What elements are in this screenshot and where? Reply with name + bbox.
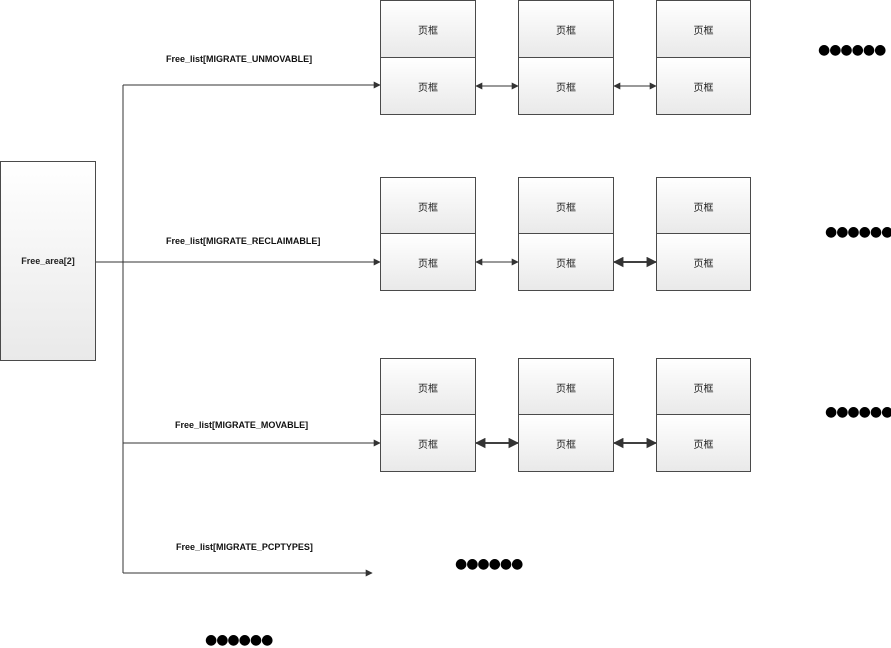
page-frame-label: 页框 [693, 258, 714, 270]
page-frame: 页框 [656, 358, 751, 416]
free-list-label-pcptypes: Free_list[MIGRATE_PCPTYPES] [176, 542, 313, 552]
page-frame-label: 页框 [418, 25, 438, 37]
page-frame: 页框 [656, 57, 751, 115]
ellipsis-dots: ●●●●●● [205, 632, 273, 648]
ellipsis-dots: ●●●●●● [818, 42, 886, 58]
page-frame-label: 页框 [693, 383, 714, 395]
page-frame-label: 页框 [418, 383, 438, 395]
page-frame: 页框 [518, 358, 614, 416]
free-list-label-reclaimable: Free_list[MIGRATE_RECLAIMABLE] [166, 236, 321, 246]
page-frame-label: 页框 [693, 25, 714, 37]
page-frame: 页框 [380, 57, 476, 115]
ellipsis-dots: ●●●●●● [825, 404, 891, 420]
page-frame: 页框 [656, 177, 751, 235]
ellipsis-dots: ●●●●●● [825, 224, 891, 240]
page-frame: 页框 [656, 0, 751, 58]
page-frame: 页框 [518, 414, 614, 472]
page-frame: 页框 [656, 414, 751, 472]
page-frame-label: 页框 [556, 202, 576, 214]
page-frame: 页框 [380, 233, 476, 291]
page-frame-label: 页框 [556, 258, 576, 270]
page-frame-label: 页框 [693, 439, 714, 451]
page-frame-label: 页框 [418, 258, 438, 270]
page-frame-label: 页框 [418, 82, 438, 94]
page-frame-label: 页框 [693, 202, 714, 214]
page-frame-label: 页框 [693, 82, 714, 94]
free-list-label-unmovable: Free_list[MIGRATE_UNMOVABLE] [166, 54, 313, 64]
page-frame: 页框 [656, 233, 751, 291]
page-frame: 页框 [380, 414, 476, 472]
page-frame: 页框 [380, 358, 476, 416]
free-area-label: Free_area[2] [21, 256, 75, 266]
page-frame-label: 页框 [556, 383, 576, 395]
page-frame-label: 页框 [556, 25, 576, 37]
page-frame: 页框 [518, 177, 614, 235]
page-frame: 页框 [380, 0, 476, 58]
free-area-box: Free_area[2] [0, 161, 96, 361]
page-frame-label: 页框 [418, 439, 438, 451]
page-frame-label: 页框 [556, 82, 576, 94]
free-list-label-movable: Free_list[MIGRATE_MOVABLE] [175, 420, 309, 430]
page-frame: 页框 [380, 177, 476, 235]
page-frame-label: 页框 [418, 202, 438, 214]
ellipsis-dots: ●●●●●● [455, 556, 523, 572]
page-frame: 页框 [518, 233, 614, 291]
page-frame: 页框 [518, 57, 614, 115]
page-frame: 页框 [518, 0, 614, 58]
page-frame-label: 页框 [556, 439, 576, 451]
